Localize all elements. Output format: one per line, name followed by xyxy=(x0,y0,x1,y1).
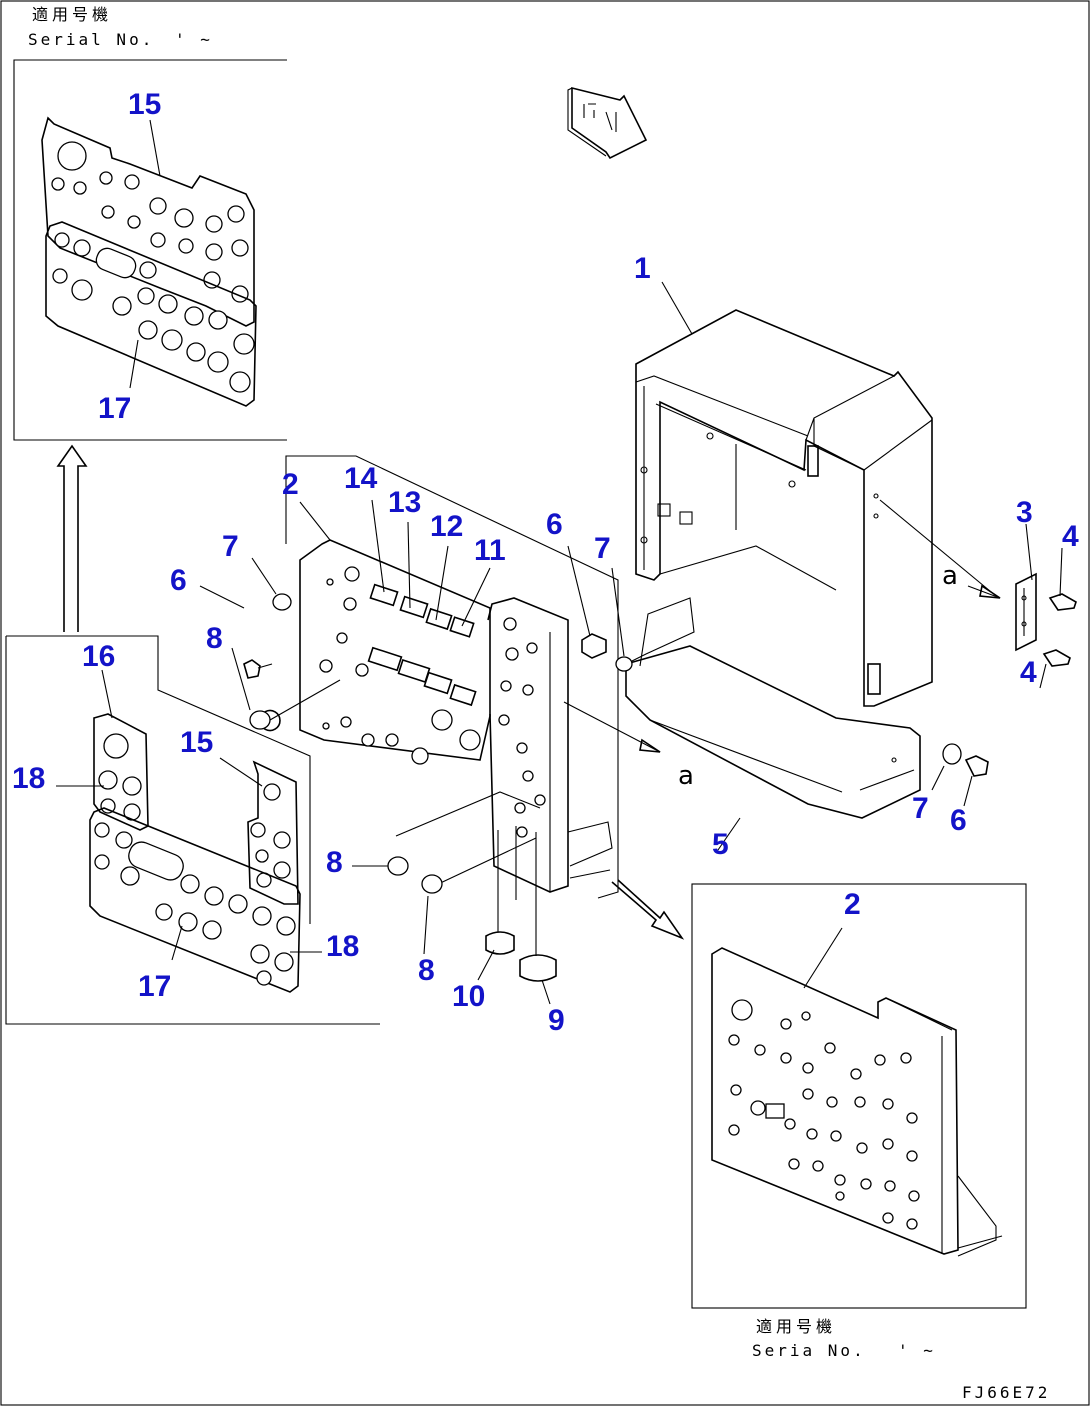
footer-serial-no-label: Seria No. xyxy=(752,1341,866,1360)
callout-17-bottom: 17 xyxy=(138,970,171,1003)
callout-16: 16 xyxy=(82,640,115,673)
main-panel-2 xyxy=(285,455,619,956)
view-label-a-right: a xyxy=(942,561,958,591)
callout-10: 10 xyxy=(452,980,485,1013)
callout-11: 11 xyxy=(474,534,506,567)
knob-group-bottom xyxy=(352,856,557,1005)
base-frame-5 xyxy=(625,597,921,851)
drawing-code: FJ66E72 xyxy=(962,1383,1050,1402)
screws-4 xyxy=(1039,547,1077,689)
callout-2-main: 2 xyxy=(282,468,299,501)
callout-17-top: 17 xyxy=(98,392,131,425)
detail-box-bottom-right xyxy=(691,883,1027,1309)
upward-transfer-arrow xyxy=(56,444,88,632)
callout-9: 9 xyxy=(548,1004,565,1037)
callout-18-right: 18 xyxy=(326,930,359,963)
footer-serial-jp: 適用号機 xyxy=(756,1317,836,1336)
callout-4-top: 4 xyxy=(1062,520,1079,553)
callout-4-bottom: 4 xyxy=(1020,656,1037,689)
plate-15-bottom xyxy=(247,760,299,905)
detail-box-top-left xyxy=(13,59,287,441)
callout-14: 14 xyxy=(344,462,378,495)
callout-5: 5 xyxy=(712,828,729,861)
fastener-group-right xyxy=(931,743,989,807)
view-arrow-a-right xyxy=(879,499,1001,599)
fastener-group-left xyxy=(199,557,341,732)
view-arrow-a-left xyxy=(563,701,661,753)
view-label-a-left: a xyxy=(678,761,694,791)
callout-6-right: 6 xyxy=(950,804,967,837)
callout-2-detail: 2 xyxy=(844,888,861,921)
callout-7-mid: 7 xyxy=(594,532,611,565)
cover-1 xyxy=(635,281,933,707)
plate-15-top xyxy=(41,116,255,327)
callout-18-left: 18 xyxy=(12,762,45,795)
callout-8-bottom: 8 xyxy=(418,954,435,987)
serial-header-jp: 適用号機 xyxy=(32,5,112,24)
detail-box-bottom-left xyxy=(5,635,380,1025)
callout-8-top: 8 xyxy=(206,622,223,655)
detail-transfer-arrow xyxy=(611,879,685,940)
callout-15-top: 15 xyxy=(128,88,161,121)
callout-6-left: 6 xyxy=(170,564,187,597)
callout-7-left: 7 xyxy=(222,530,239,563)
callout-15-bottom: 15 xyxy=(180,726,213,759)
callout-7-right: 7 xyxy=(912,792,929,825)
plate-17-top xyxy=(45,221,257,407)
plate-16 xyxy=(93,713,149,831)
fastener-group-mid xyxy=(567,545,633,672)
callout-13: 13 xyxy=(388,486,421,519)
serial-range: ' ~ xyxy=(175,30,213,49)
callout-12: 12 xyxy=(430,510,463,543)
plate-17-bottom xyxy=(89,807,301,993)
serial-no-label: Serial No. xyxy=(28,30,154,49)
footer-serial-range: ' ~ xyxy=(898,1341,936,1360)
front-direction-arrow xyxy=(567,86,648,160)
callout-8-mid: 8 xyxy=(326,846,343,879)
callout-1: 1 xyxy=(634,252,651,285)
callout-6-mid: 6 xyxy=(546,508,563,541)
callout-3: 3 xyxy=(1016,496,1033,529)
latch-3 xyxy=(1015,523,1037,652)
